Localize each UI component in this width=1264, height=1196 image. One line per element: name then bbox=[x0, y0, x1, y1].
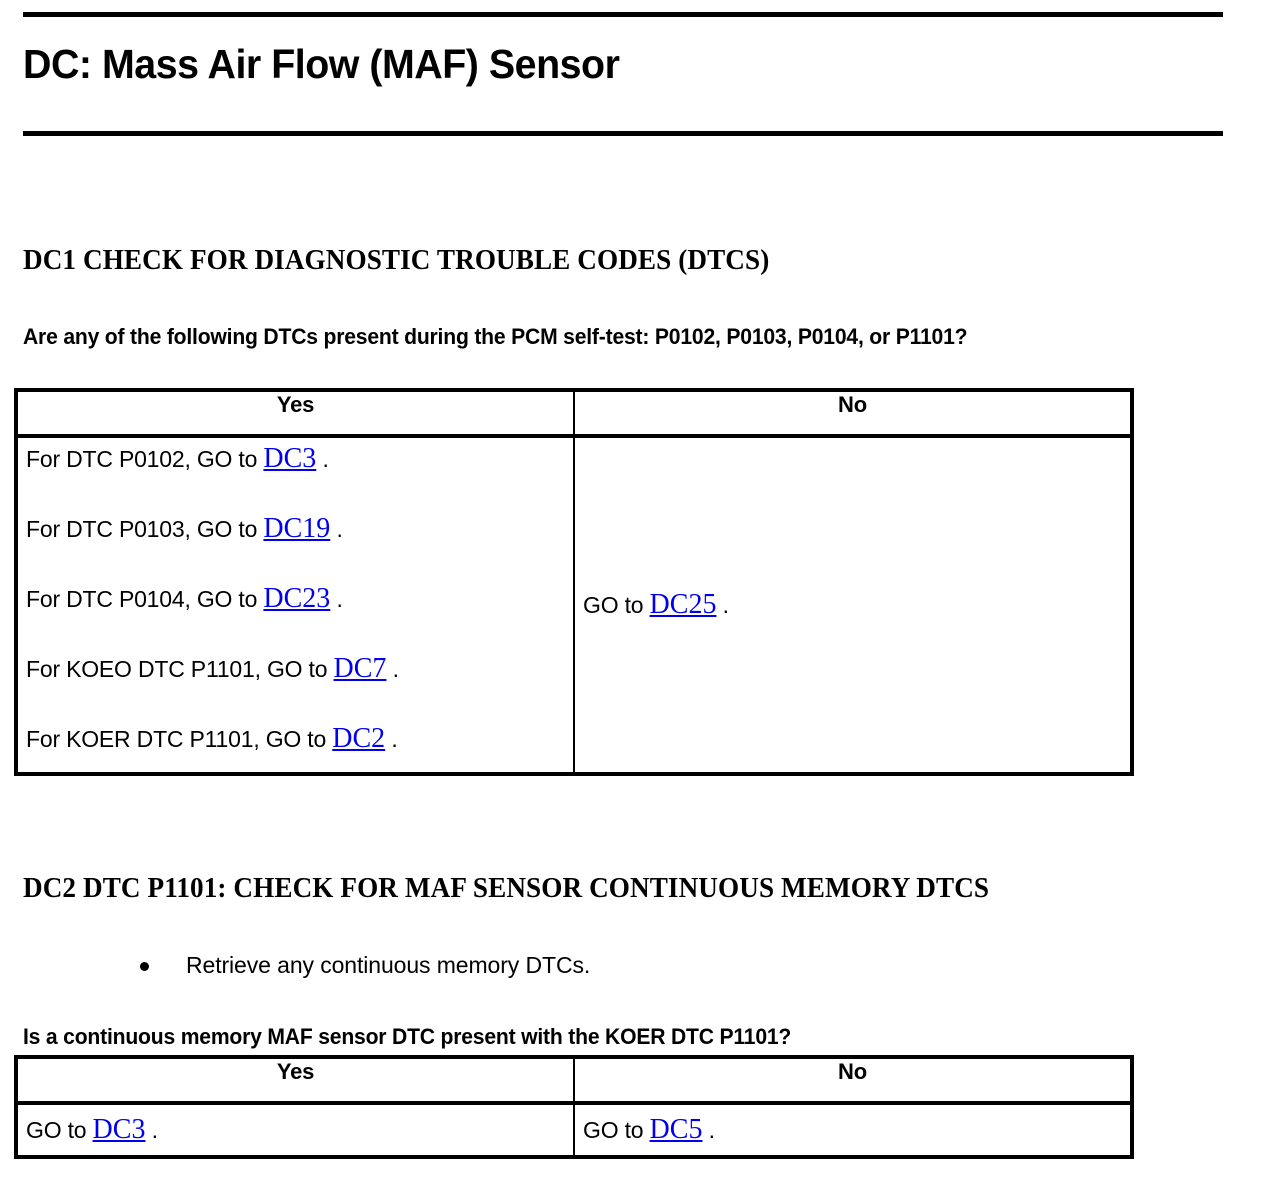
cell-text: GO to DC25 . bbox=[583, 590, 1130, 620]
cell-text-suffix: . bbox=[330, 586, 343, 612]
xref-link-dc5[interactable]: DC5 bbox=[649, 1114, 703, 1145]
cell-no-dc2: GO to DC5 . bbox=[573, 1102, 1134, 1159]
table-header-row: Yes No bbox=[14, 388, 1134, 438]
bullet-item-label: Retrieve any continuous memory DTCs. bbox=[186, 952, 591, 978]
xref-link-dc3[interactable]: DC3 bbox=[263, 443, 317, 474]
line-spacer bbox=[26, 614, 573, 654]
xref-link-dc3[interactable]: DC3 bbox=[92, 1114, 146, 1145]
list-item: For DTC P0103, GO to DC19 . bbox=[26, 514, 573, 544]
cell-text-prefix: GO to bbox=[583, 1117, 650, 1143]
xref-link-dc23[interactable]: DC23 bbox=[263, 583, 331, 614]
cell-no-dc1: GO to DC25 . bbox=[573, 435, 1134, 776]
table-header-row: Yes No bbox=[14, 1055, 1134, 1105]
cell-text-prefix: For DTC P0103, GO to bbox=[26, 516, 264, 542]
list-item: For KOER DTC P1101, GO to DC2 . bbox=[26, 724, 573, 754]
bullet-dot-icon bbox=[140, 962, 149, 971]
cell-text: GO to DC3 . bbox=[26, 1115, 573, 1145]
line-spacer bbox=[26, 474, 573, 514]
table-body-row: GO to DC3 . GO to DC5 . bbox=[14, 1102, 1134, 1159]
decision-table-dc1: Yes No For DTC P0102, GO to DC3 . For DT… bbox=[14, 388, 1134, 776]
line-spacer bbox=[26, 544, 573, 584]
cell-text-suffix: . bbox=[702, 1117, 715, 1143]
cell-text-suffix: . bbox=[385, 726, 398, 752]
cell-text-suffix: . bbox=[316, 446, 329, 472]
section-heading-dc2: DC2 DTC P1101: CHECK FOR MAF SENSOR CONT… bbox=[23, 873, 990, 904]
line-spacer bbox=[26, 684, 573, 724]
list-item: For DTC P0102, GO to DC3 . bbox=[26, 444, 573, 474]
xref-link-dc25[interactable]: DC25 bbox=[649, 589, 717, 620]
cell-yes-dc1: For DTC P0102, GO to DC3 . For DTC P0103… bbox=[14, 435, 575, 776]
cell-text-prefix: For KOER DTC P1101, GO to bbox=[26, 726, 333, 752]
cell-text-suffix: . bbox=[145, 1117, 158, 1143]
question-dc1: Are any of the following DTCs present du… bbox=[23, 324, 968, 349]
column-header-yes: Yes bbox=[14, 388, 575, 438]
cell-yes-dc2: GO to DC3 . bbox=[14, 1102, 575, 1159]
decision-table-dc2: Yes No GO to DC3 . GO to DC5 . bbox=[14, 1055, 1134, 1159]
bullet-list-item: Retrieve any continuous memory DTCs. bbox=[140, 950, 590, 980]
column-header-yes: Yes bbox=[14, 1055, 575, 1105]
column-header-no: No bbox=[573, 1055, 1134, 1105]
list-item: For DTC P0104, GO to DC23 . bbox=[26, 584, 573, 614]
cell-text-suffix: . bbox=[386, 656, 399, 682]
page-title: DC: Mass Air Flow (MAF) Sensor bbox=[23, 41, 620, 87]
cell-text-prefix: For DTC P0102, GO to bbox=[26, 446, 264, 472]
cell-text-prefix: GO to bbox=[26, 1117, 93, 1143]
header-rule-bottom bbox=[23, 131, 1223, 136]
xref-link-dc7[interactable]: DC7 bbox=[333, 653, 387, 684]
question-dc2: Is a continuous memory MAF sensor DTC pr… bbox=[23, 1024, 792, 1049]
cell-text-suffix: . bbox=[330, 516, 343, 542]
cell-text-prefix: For DTC P0104, GO to bbox=[26, 586, 264, 612]
cell-text-prefix: For KOEO DTC P1101, GO to bbox=[26, 656, 334, 682]
cell-text-prefix: GO to bbox=[583, 592, 650, 618]
column-header-no: No bbox=[573, 388, 1134, 438]
table-body-row: For DTC P0102, GO to DC3 . For DTC P0103… bbox=[14, 435, 1134, 776]
section-heading-dc1: DC1 CHECK FOR DIAGNOSTIC TROUBLE CODES (… bbox=[23, 245, 770, 276]
cell-text-suffix: . bbox=[716, 592, 729, 618]
xref-link-dc19[interactable]: DC19 bbox=[263, 513, 331, 544]
list-item: For KOEO DTC P1101, GO to DC7 . bbox=[26, 654, 573, 684]
xref-link-dc2[interactable]: DC2 bbox=[332, 723, 386, 754]
header-rule-top bbox=[23, 12, 1223, 17]
cell-text: GO to DC5 . bbox=[583, 1115, 1130, 1145]
